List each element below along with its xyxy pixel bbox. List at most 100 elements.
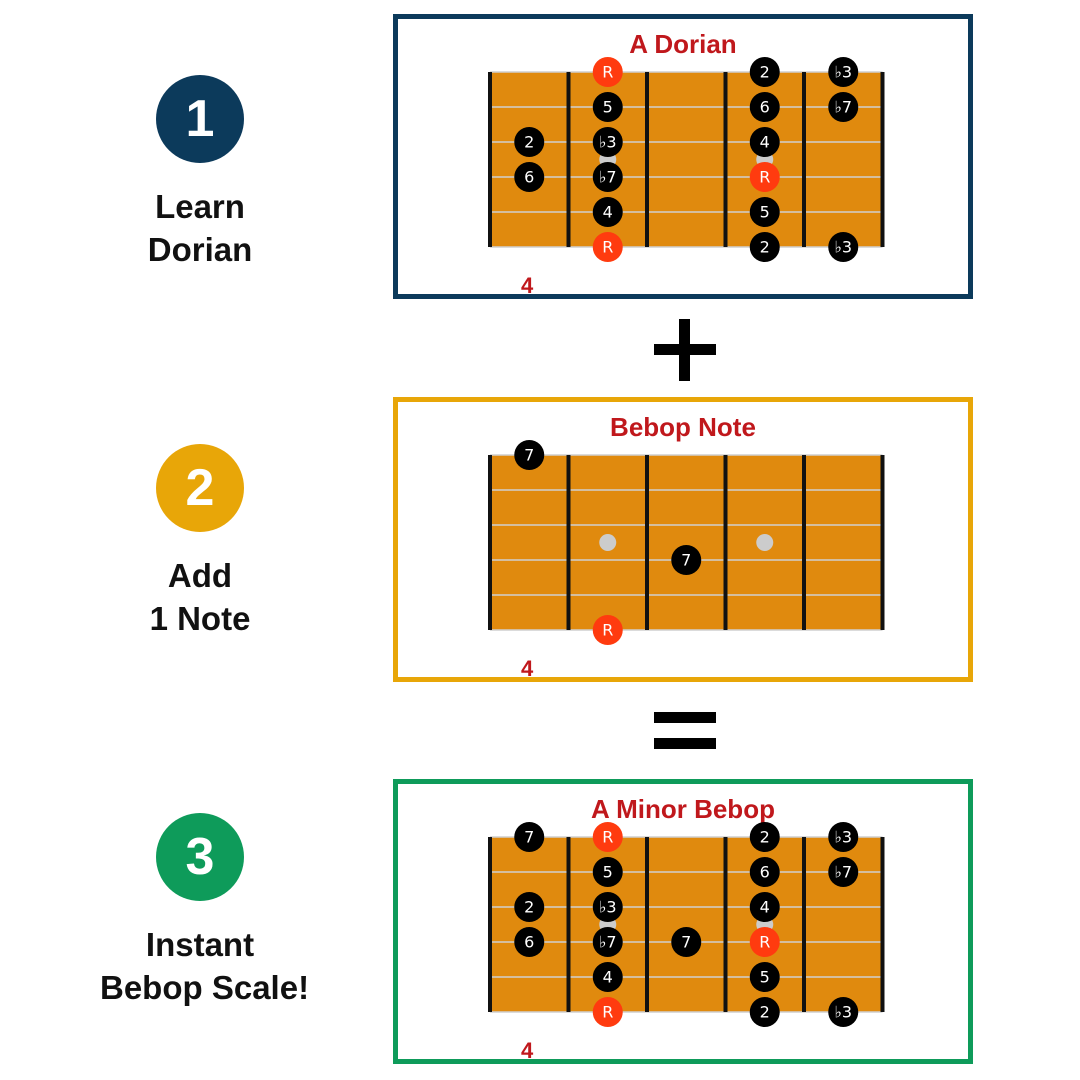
- panel-title: Bebop Note: [610, 412, 756, 442]
- note-dot: [828, 92, 859, 122]
- scale-note-marker: 5: [749, 197, 780, 227]
- note-label: R: [602, 238, 613, 257]
- note-dot: [749, 927, 780, 957]
- root-note-marker: R: [592, 822, 623, 852]
- note-dot: [749, 962, 780, 992]
- root-note-marker: R: [592, 615, 623, 645]
- note-dot: [592, 857, 623, 887]
- fretboard-wood: [490, 837, 883, 1012]
- step-number-badge: 3: [156, 813, 244, 901]
- note-dot: [828, 232, 859, 262]
- note-label: 7: [524, 828, 534, 847]
- scale-note-marker: ♭7: [592, 927, 623, 957]
- note-label: 2: [760, 1003, 770, 1022]
- scale-note-marker: 6: [749, 857, 780, 887]
- note-label: R: [759, 168, 770, 187]
- scale-note-marker: 2: [749, 822, 780, 852]
- note-label: R: [602, 1003, 613, 1022]
- note-label: ♭3: [599, 898, 617, 917]
- scale-note-marker: 4: [592, 962, 623, 992]
- note-label: 6: [524, 168, 534, 187]
- note-dot: [749, 822, 780, 852]
- note-dot: [749, 92, 780, 122]
- note-label: ♭3: [834, 1003, 852, 1022]
- note-dot: [592, 615, 623, 645]
- note-dot: [592, 162, 623, 192]
- root-note-marker: R: [592, 57, 623, 87]
- note-label: ♭3: [834, 238, 852, 257]
- scale-note-marker: ♭3: [592, 127, 623, 157]
- note-dot: [514, 927, 545, 957]
- scale-note-marker: 2: [514, 127, 545, 157]
- step-caption-line-2: 1 Note: [149, 600, 251, 637]
- fret-inlay-dot: [599, 534, 617, 551]
- start-fret-label: 4: [521, 1038, 534, 1063]
- step-caption-line-1: Learn: [155, 188, 245, 225]
- note-label: R: [602, 63, 613, 82]
- scale-note-marker: ♭7: [592, 162, 623, 192]
- note-dot: [514, 127, 545, 157]
- step-number-badge: 1: [156, 75, 244, 163]
- note-label: 5: [603, 863, 613, 882]
- fretboard-diagram: 7 7R: [488, 440, 885, 645]
- step-caption-line-1: Instant: [145, 926, 255, 963]
- scale-note-marker: 6: [514, 162, 545, 192]
- start-fret-label: 4: [521, 656, 534, 681]
- note-dot: [828, 997, 859, 1027]
- step-caption-line-1: Add: [167, 557, 233, 594]
- root-note-marker: R: [749, 927, 780, 957]
- note-label: 6: [760, 863, 770, 882]
- note-dot: [592, 232, 623, 262]
- note-label: 5: [760, 968, 770, 987]
- plus-icon: [654, 319, 716, 381]
- note-label: 7: [524, 446, 534, 465]
- scale-note-marker: 2: [749, 57, 780, 87]
- step-1: 1 Learn Dorian: [100, 75, 300, 271]
- scale-note-marker: ♭7: [828, 92, 859, 122]
- note-dot: [592, 822, 623, 852]
- step-3: 3 Instant Bebop Scale!: [100, 813, 310, 1009]
- note-dot: [592, 57, 623, 87]
- note-label: ♭7: [599, 933, 617, 952]
- scale-note-marker: 2: [514, 892, 545, 922]
- note-dot: [828, 822, 859, 852]
- step-caption-line-2: Bebop Scale!: [100, 969, 310, 1006]
- fret-inlay-dot: [756, 534, 774, 551]
- note-label: ♭3: [599, 133, 617, 152]
- panel-title: A Minor Bebop: [591, 794, 775, 824]
- note-label: 2: [760, 63, 770, 82]
- note-label: 5: [603, 98, 613, 117]
- note-label: 2: [760, 238, 770, 257]
- note-label: 4: [603, 203, 613, 222]
- note-dot: [749, 892, 780, 922]
- equals-icon: [654, 712, 716, 749]
- note-label: 5: [760, 203, 770, 222]
- note-label: ♭3: [834, 63, 852, 82]
- note-dot: [828, 57, 859, 87]
- scale-note-marker: ♭3: [828, 232, 859, 262]
- note-dot: [749, 232, 780, 262]
- note-dot: [592, 197, 623, 227]
- fretboard-wood: [490, 72, 883, 247]
- step-2: 2 Add 1 Note: [100, 444, 300, 640]
- scale-note-marker: ♭3: [828, 57, 859, 87]
- note-dot: [671, 545, 702, 575]
- note-label: 4: [603, 968, 613, 987]
- note-dot: [749, 127, 780, 157]
- note-label: R: [759, 933, 770, 952]
- note-dot: [592, 92, 623, 122]
- step-number-badge: 2: [156, 444, 244, 532]
- note-label: 4: [760, 133, 770, 152]
- step-caption: Learn Dorian: [100, 185, 300, 271]
- start-fret-label: 4: [521, 273, 534, 298]
- note-label: R: [602, 621, 613, 640]
- note-label: 7: [681, 551, 691, 570]
- note-dot: [828, 857, 859, 887]
- scale-note-marker: 5: [592, 92, 623, 122]
- step-caption: Instant Bebop Scale!: [100, 923, 310, 1009]
- scale-note-marker: 6: [514, 927, 545, 957]
